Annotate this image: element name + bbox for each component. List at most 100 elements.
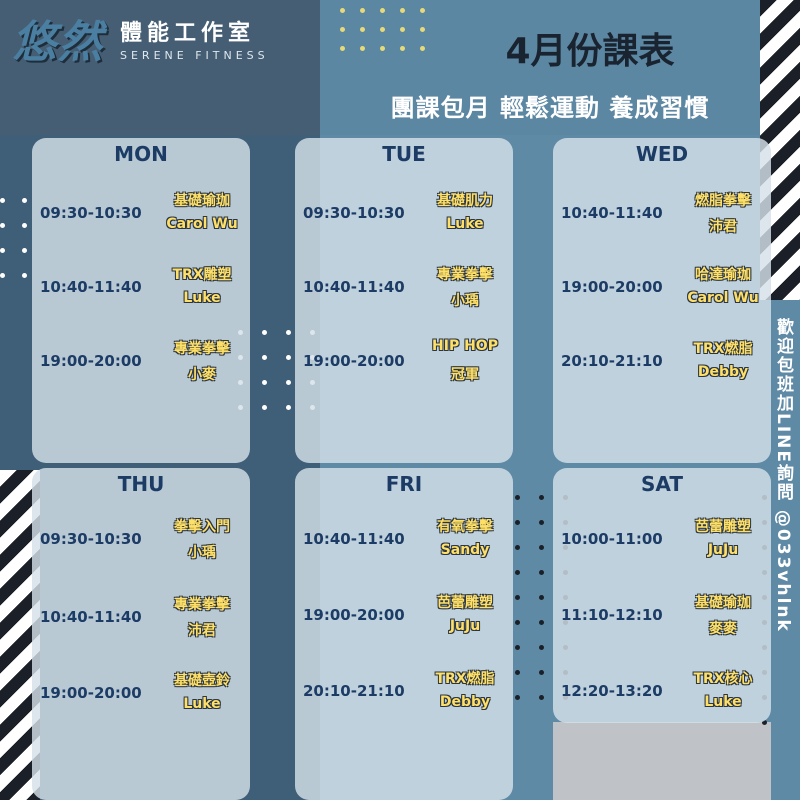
class-name: 基礎瑜珈 (695, 595, 751, 611)
class-time: 09:30-10:30 (40, 204, 142, 222)
decorative-dots-yellow (340, 8, 440, 51)
class-name: 芭蕾雕塑 (695, 519, 751, 535)
brand-name-en: SERENE FITNESS (120, 48, 269, 62)
class-name: TRX雕塑 (172, 267, 232, 283)
class-name: 專業拳擊 (174, 597, 230, 613)
class-slot: 10:40-11:40 專業拳擊沛君 (32, 590, 250, 650)
decorative-dot (262, 380, 267, 385)
class-time: 20:10-21:10 (303, 682, 405, 700)
decorative-dot (420, 8, 425, 13)
coach-name: JuJu (707, 542, 739, 558)
decorative-dot (515, 495, 520, 500)
decorative-dot (420, 46, 425, 51)
decorative-dot (380, 8, 385, 13)
coach-name: 沛君 (188, 623, 216, 639)
coach-name: Luke (446, 216, 484, 232)
decorative-dot (0, 198, 5, 203)
class-slot: 19:00-20:00 芭蕾雕塑 JuJu (295, 588, 513, 648)
coach-name: Sandy (440, 542, 490, 558)
class-name: HIP HOP (432, 338, 498, 354)
decorative-dot (539, 620, 544, 625)
class-name: TRX燃脂 (693, 341, 753, 357)
decorative-dot (22, 198, 27, 203)
class-name: 拳擊入門 (174, 519, 230, 535)
class-name: 有氧拳擊 (437, 519, 493, 535)
class-time: 09:30-10:30 (40, 530, 142, 548)
decorative-dot (22, 273, 27, 278)
decorative-dot (515, 595, 520, 600)
coach-name: Carol Wu (166, 216, 238, 232)
class-name: 哈達瑜珈 (695, 267, 751, 283)
decorative-dot (0, 273, 5, 278)
decorative-dot (539, 545, 544, 550)
decorative-dot (539, 645, 544, 650)
class-slot: 10:40-11:40 燃脂拳擊沛君 (553, 186, 771, 246)
decorative-dot (539, 520, 544, 525)
class-slot: 19:00-20:00 HIP HOP 冠軍 (295, 334, 513, 394)
class-name: 專業拳擊 (174, 341, 230, 357)
class-name: 基礎瑜珈 (174, 193, 230, 209)
coach-name: 小瑀 (451, 293, 479, 309)
class-slot: 10:00-11:00 芭蕾雕塑 JuJu (553, 512, 771, 572)
coach-name: 沛君 (709, 219, 737, 235)
decorative-dot (22, 223, 27, 228)
day-label: WED (635, 142, 689, 166)
page-title: 4月份課表 (505, 31, 675, 72)
decorative-dot (420, 27, 425, 32)
decorative-dot (515, 545, 520, 550)
logo-mark: 悠然 (12, 17, 104, 68)
decorative-dot (515, 695, 520, 700)
decorative-dot (539, 670, 544, 675)
class-time: 12:20-13:20 (561, 682, 663, 700)
class-name: 基礎肌力 (437, 193, 493, 209)
decorative-dot (0, 248, 5, 253)
coach-name: Debby (697, 364, 749, 380)
decorative-dot (515, 520, 520, 525)
coach-name: Carol Wu (687, 290, 759, 306)
class-name: 燃脂拳擊 (695, 193, 751, 209)
class-time: 10:40-11:40 (40, 608, 142, 626)
decorative-dot (286, 380, 291, 385)
decorative-dot (340, 8, 345, 13)
decorative-dot (539, 495, 544, 500)
decorative-dot (340, 46, 345, 51)
decorative-dot (286, 405, 291, 410)
decorative-dot (286, 330, 291, 335)
class-name: 芭蕾雕塑 (437, 595, 493, 611)
class-slot: 10:40-11:40 有氧拳擊 Sandy (295, 512, 513, 572)
day-label: MON (114, 142, 168, 166)
decorative-dot (539, 595, 544, 600)
decorative-dot (400, 46, 405, 51)
decorative-dot (400, 8, 405, 13)
class-time: 19:00-20:00 (40, 684, 142, 702)
class-time: 10:40-11:40 (561, 204, 663, 222)
decorative-dot (515, 570, 520, 575)
line-contact-note: 歡迎包班加LINE詢問 @033vhlnk (773, 318, 793, 633)
decorative-dot (262, 405, 267, 410)
page-subtitle: 團課包月 輕鬆運動 養成習慣 (390, 94, 710, 122)
class-name: 基礎壺鈴 (174, 673, 230, 689)
coach-name: JuJu (449, 618, 481, 634)
decorative-dot (0, 223, 5, 228)
decorative-dot (262, 355, 267, 360)
brand-logo: 悠然 體能工作室 SERENE FITNESS (12, 6, 269, 70)
coach-name: 冠軍 (451, 367, 479, 383)
decorative-dot (515, 620, 520, 625)
class-time: 09:30-10:30 (303, 204, 405, 222)
class-time: 19:00-20:00 (303, 606, 405, 624)
class-slot: 09:30-10:30 基礎肌力 Luke (295, 186, 513, 246)
class-time: 10:40-11:40 (303, 530, 405, 548)
decorative-gray-block (553, 722, 771, 800)
class-time: 10:00-11:00 (561, 530, 663, 548)
class-time: 19:00-20:00 (303, 352, 405, 370)
class-name: 專業拳擊 (437, 267, 493, 283)
